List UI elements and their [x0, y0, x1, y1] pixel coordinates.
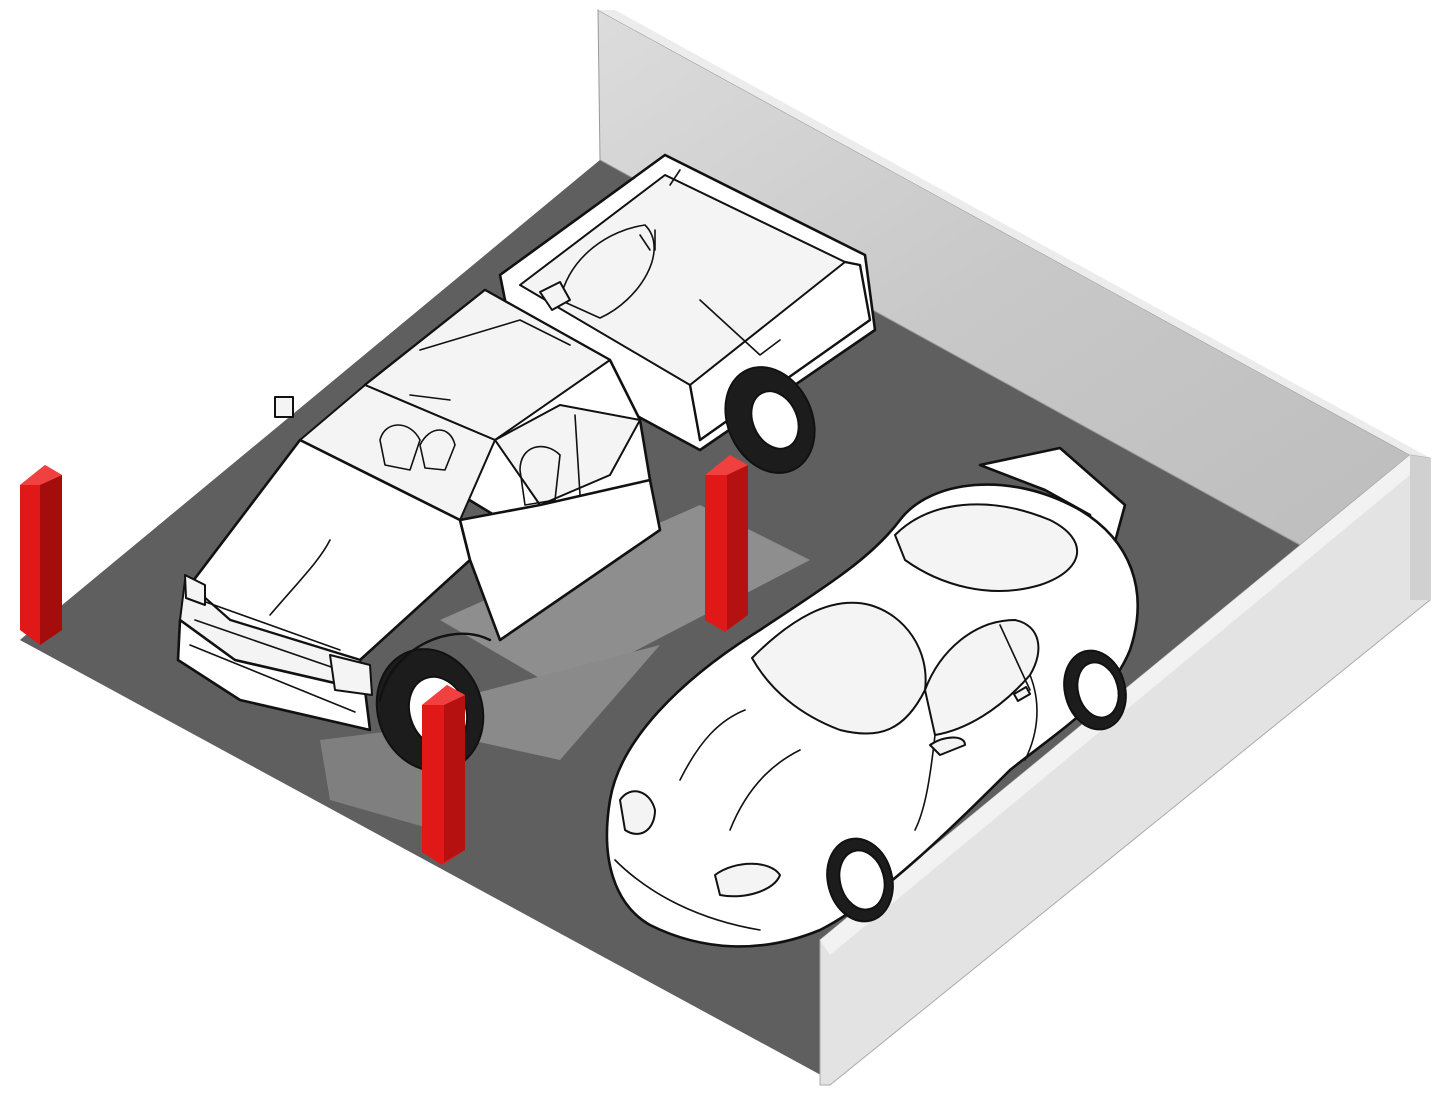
- pickup-truck: [176, 153, 877, 772]
- red-bollard: [422, 685, 465, 865]
- pickup-mirror-left: [274, 396, 294, 418]
- floor-light-patch: [450, 645, 660, 760]
- coupe-rear-wheel: [1063, 649, 1127, 731]
- red-bollard: [20, 465, 62, 645]
- sports-coupe: [605, 446, 1139, 948]
- coupe-door-handle: [1012, 686, 1032, 702]
- coupe-front-wheel: [826, 837, 894, 923]
- pickup-rear-wheel: [724, 366, 816, 474]
- red-bollard: [705, 455, 748, 632]
- coupe-mirror: [929, 736, 966, 756]
